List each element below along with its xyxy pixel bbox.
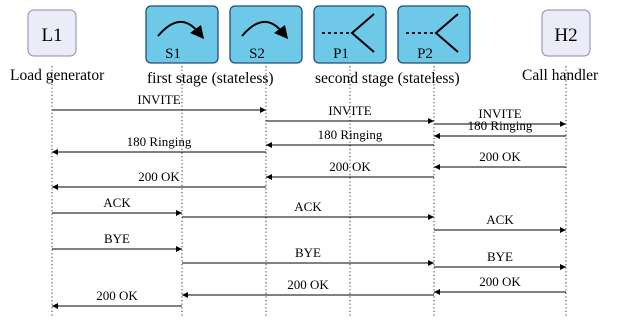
message: 200 OK — [182, 277, 434, 298]
message: ACK — [434, 212, 566, 233]
participant-label: H2 — [554, 25, 577, 46]
participant-l1: L1 — [27, 9, 77, 57]
participant-label: S2 — [249, 46, 265, 62]
participant-s1: S1 — [145, 5, 219, 64]
message-label: ACK — [103, 195, 131, 210]
message: 200 OK — [434, 274, 566, 295]
message-label: 200 OK — [138, 169, 180, 184]
participant-caption-s1: first stage (stateless) — [147, 70, 274, 87]
message-label: ACK — [486, 212, 514, 227]
participant-caption-p1: second stage (stateless) — [315, 70, 460, 87]
message-label: 180 Ringing — [318, 127, 383, 142]
message: ACK — [52, 195, 182, 216]
message-label: 200 OK — [329, 159, 371, 174]
message-label: BYE — [295, 245, 321, 260]
message-label: 200 OK — [96, 288, 138, 303]
message-label: BYE — [104, 231, 130, 246]
message-label: INVITE — [328, 103, 371, 118]
message: ACK — [182, 199, 434, 220]
node-box — [229, 5, 303, 64]
curved-arrow-icon — [157, 21, 204, 39]
message-label: 200 OK — [479, 149, 521, 164]
message-label: BYE — [487, 249, 513, 264]
message-label: ACK — [294, 199, 322, 214]
host-box — [27, 9, 77, 57]
participant-p2: P2 — [397, 5, 471, 64]
message-label: 180 Ringing — [468, 118, 533, 133]
message-label: 200 OK — [287, 277, 329, 292]
fork-arrow-icon — [322, 13, 375, 53]
fork-arrow-icon — [406, 13, 459, 53]
participant-label: P2 — [417, 46, 433, 62]
participant-p1: P1 — [313, 5, 387, 64]
curved-arrow-icon — [241, 21, 288, 39]
participant-label: L1 — [41, 25, 62, 46]
node-box — [397, 5, 471, 64]
message: 180 Ringing — [434, 118, 566, 139]
message: INVITE — [52, 92, 266, 113]
message: BYE — [182, 245, 434, 266]
message: 200 OK — [434, 149, 566, 170]
participant-caption-h2: Call handler — [522, 67, 599, 84]
message: 200 OK — [52, 169, 266, 190]
participant-s2: S2 — [229, 5, 303, 64]
participant-label: S1 — [165, 46, 181, 62]
message-label: INVITE — [478, 106, 521, 121]
message: BYE — [52, 231, 182, 252]
message-label: 180 Ringing — [127, 134, 192, 149]
message: BYE — [434, 249, 566, 270]
message-label: 200 OK — [479, 274, 521, 289]
lifelines — [51, 66, 567, 318]
message: 200 OK — [52, 288, 182, 309]
message: INVITE — [266, 103, 434, 124]
message: INVITE — [434, 106, 566, 127]
participant-captions: Load generator first stage (stateless) sec… — [10, 67, 599, 87]
message: 180 Ringing — [52, 134, 266, 155]
message: 180 Ringing — [266, 127, 434, 148]
participant-h2: H2 — [541, 9, 591, 57]
host-box — [541, 9, 591, 57]
participant-caption-l1: Load generator — [10, 67, 105, 84]
participant-label: P1 — [333, 46, 349, 62]
message: 200 OK — [266, 159, 434, 180]
node-box — [313, 5, 387, 64]
message-label: INVITE — [137, 92, 180, 107]
node-box — [145, 5, 219, 64]
